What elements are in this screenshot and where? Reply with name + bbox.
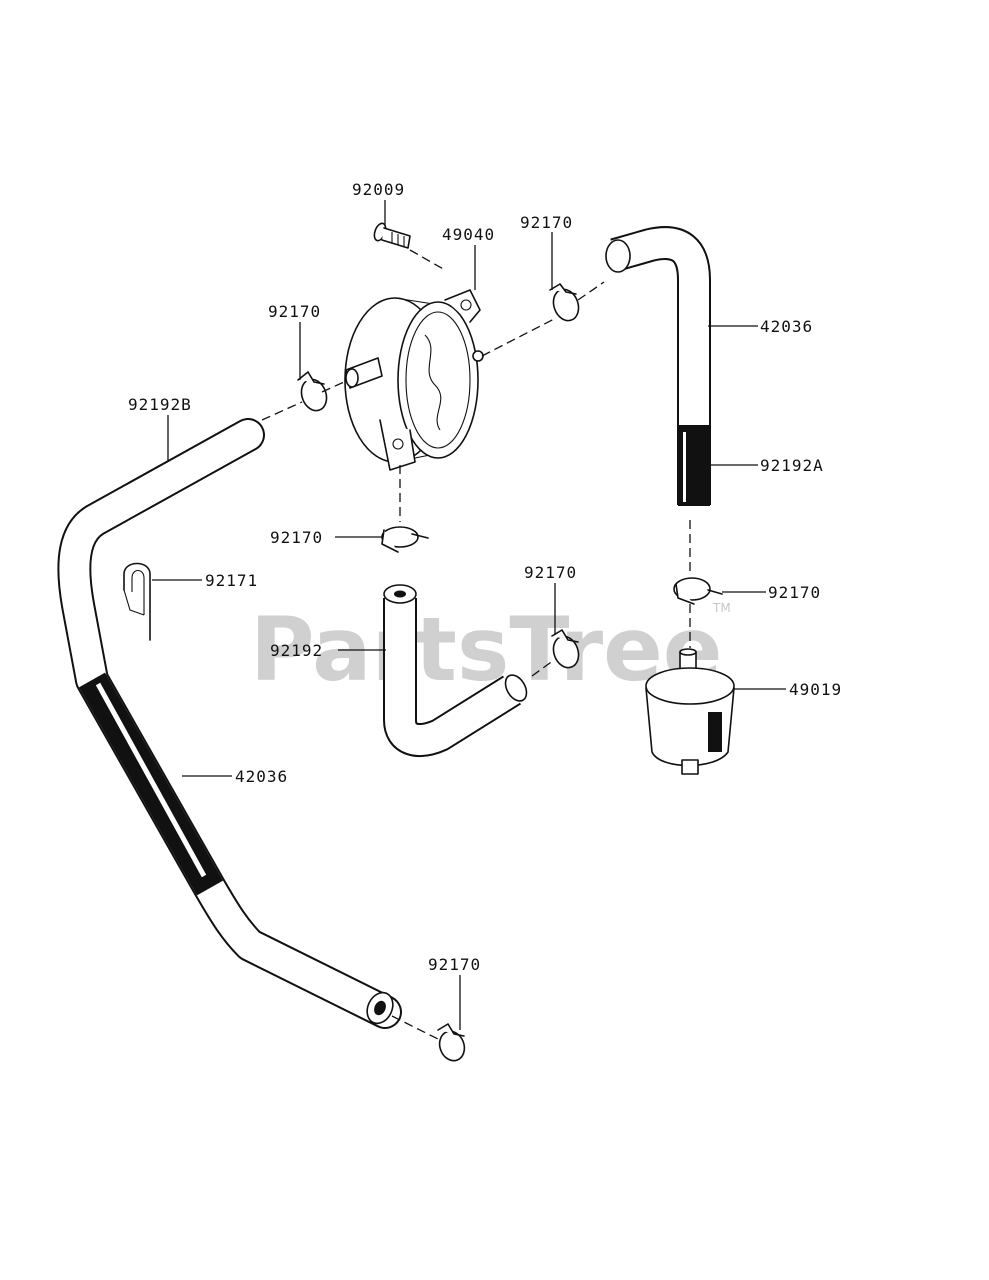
clamp-92170-top bbox=[549, 283, 580, 322]
clamp-92170-bottom bbox=[437, 1023, 466, 1062]
label-92170-right: 92170 bbox=[768, 583, 821, 602]
label-92192B: 92192B bbox=[128, 395, 192, 414]
label-42036-left: 42036 bbox=[235, 767, 288, 786]
label-92170-bottom: 92170 bbox=[428, 955, 481, 974]
leader-lines bbox=[152, 200, 786, 1030]
label-92192: 92192 bbox=[270, 641, 323, 660]
connection-lines bbox=[261, 249, 691, 1041]
label-49019: 49019 bbox=[789, 680, 842, 699]
label-92009: 92009 bbox=[352, 180, 405, 199]
label-42036-right: 42036 bbox=[760, 317, 813, 336]
hose-92192 bbox=[383, 584, 528, 757]
hose-42036-92192A bbox=[605, 226, 711, 506]
bolt-92009 bbox=[373, 222, 411, 249]
label-92170-top: 92170 bbox=[520, 213, 573, 232]
clamp-92170-right bbox=[673, 577, 723, 605]
clamp-92170-center bbox=[551, 629, 580, 669]
label-92170-mid: 92170 bbox=[270, 528, 323, 547]
label-92192A: 92192A bbox=[760, 456, 824, 475]
fuel-filter-49019 bbox=[645, 648, 735, 775]
clamp-92170-left bbox=[297, 371, 328, 412]
hose-92192B-42036 bbox=[57, 418, 402, 1029]
watermark: PartsTree bbox=[250, 598, 722, 701]
label-92170-left: 92170 bbox=[268, 302, 321, 321]
clamp-92171 bbox=[123, 562, 151, 641]
label-92171: 92171 bbox=[205, 571, 258, 590]
part-labels: 92009 49040 92170 92170 42036 92192B 921… bbox=[128, 180, 842, 974]
clamp-92170-mid bbox=[381, 526, 429, 553]
label-92170-center: 92170 bbox=[524, 563, 577, 582]
watermark-trademark: TM bbox=[712, 601, 731, 615]
fuel-pump-49040 bbox=[344, 289, 484, 471]
label-49040: 49040 bbox=[442, 225, 495, 244]
